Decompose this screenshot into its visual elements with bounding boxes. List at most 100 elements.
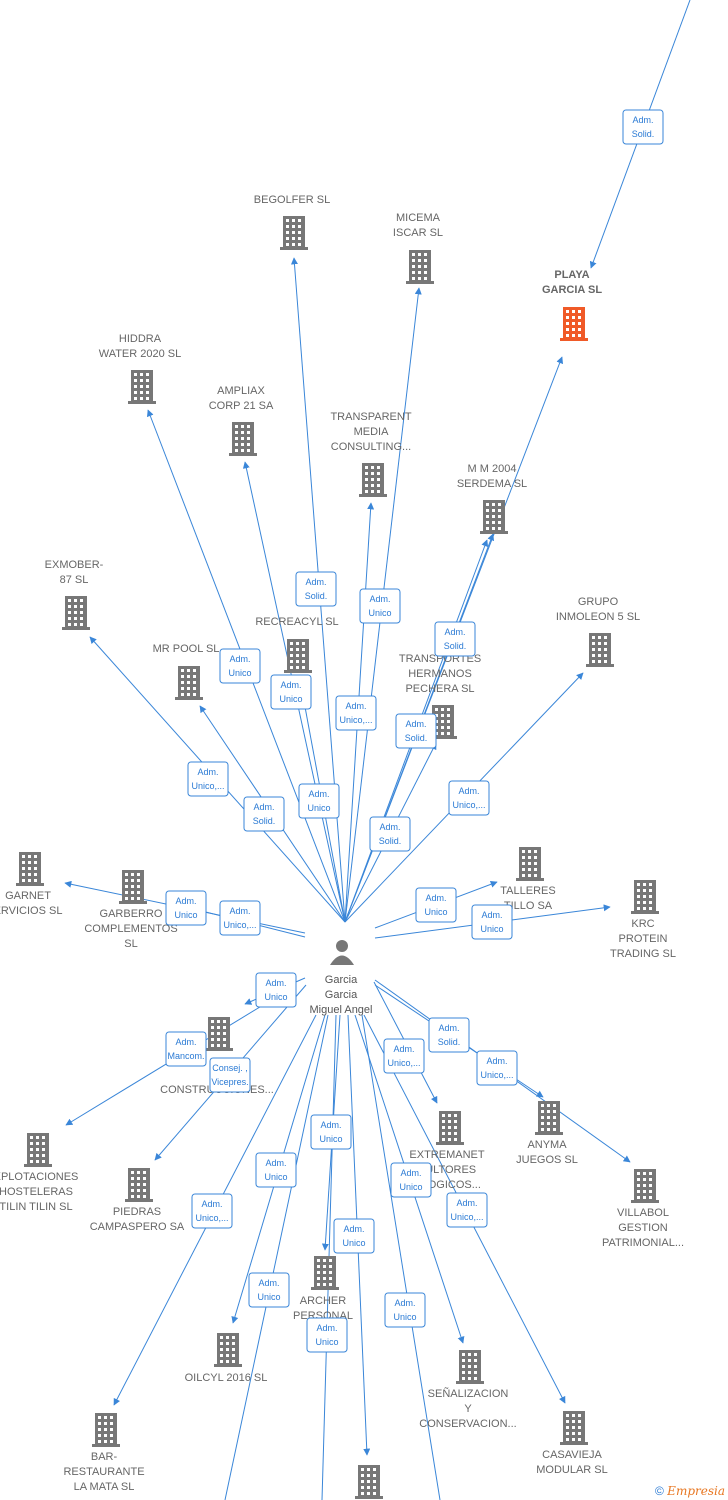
edge-role-label[interactable]: Adm.Solid. xyxy=(243,796,285,832)
edge-role-label[interactable]: Adm.Unico,... xyxy=(335,695,377,731)
edge-role-label[interactable]: Adm.Unico,... xyxy=(219,900,261,936)
person-icon-body xyxy=(330,955,354,965)
edge-label-line: Adm. xyxy=(197,767,218,777)
edge-role-label[interactable]: Adm.Mancom. xyxy=(165,1031,207,1067)
edge-role-label[interactable]: Adm. Solid. xyxy=(395,713,437,749)
building-icon xyxy=(125,1168,153,1202)
edge-label-line: Unico xyxy=(279,694,302,704)
edge-role-label[interactable]: Adm.Solid. xyxy=(434,621,476,657)
company-name-line: GESTION xyxy=(618,1222,668,1234)
company-exmober-87-sl[interactable]: EXMOBER-87 SL xyxy=(45,559,104,630)
company-mr-pool-sl[interactable]: MR POOL SL xyxy=(153,643,220,700)
edge-role-label[interactable]: Adm.Unico xyxy=(390,1162,432,1198)
edge-role-label[interactable]: Adm.Unico xyxy=(255,972,297,1008)
edge-role-label[interactable]: Adm.Solid. xyxy=(369,816,411,852)
edge-label-line: Adm. xyxy=(253,802,274,812)
company-transparent-media-consulting[interactable]: TRANSPARENTMEDIACONSULTING... xyxy=(330,411,412,497)
edge-label-line: Adm. xyxy=(405,719,426,729)
edge-role-label[interactable]: Adm.Unico xyxy=(270,674,312,710)
edge-label-line: Unico xyxy=(319,1134,342,1144)
edge-role-label[interactable]: Adm.Solid. xyxy=(622,109,664,145)
company-recreacyl-sl[interactable]: RECREACYL SL xyxy=(255,616,339,673)
edge-role-label[interactable]: Adm.Unico,... xyxy=(476,1050,518,1086)
edge-label-line: Adm. xyxy=(481,910,502,920)
company-name-line: HOSTELERAS xyxy=(0,1186,73,1198)
person-icon-head xyxy=(336,940,348,952)
edge-label-line: Solid. xyxy=(632,129,655,139)
company-name-line: LA MATA SL xyxy=(74,1481,135,1493)
edge-role-label[interactable]: Adm.Unico xyxy=(306,1317,348,1353)
company-se-alizacion-y-conservacion[interactable]: SEÑALIZACIONYCONSERVACION... xyxy=(419,1350,517,1430)
edge-role-label[interactable]: Adm.Solid. xyxy=(428,1017,470,1053)
company-name-line: PIEDRAS xyxy=(113,1206,161,1218)
company-name-line: KRC xyxy=(631,918,654,930)
edge-label-box xyxy=(446,1192,488,1228)
edge-role-label[interactable]: Adm.Unico,... xyxy=(383,1038,425,1074)
edge-label-box xyxy=(165,1031,207,1067)
edge-role-label[interactable]: Adm. Unico,... xyxy=(187,761,229,797)
company-name-line: CASAVIEJA xyxy=(542,1449,602,1461)
edge-role-label[interactable]: Adm.Unico xyxy=(384,1292,426,1328)
edge-label-line: Unico xyxy=(393,1312,416,1322)
edge-role-label[interactable]: Adm.Unico,... xyxy=(191,1193,233,1229)
edge-role-label[interactable]: Adm.Unico,... xyxy=(446,1192,488,1228)
edge-role-label[interactable]: Adm.Unico xyxy=(333,1218,375,1254)
edge-label-box xyxy=(219,900,261,936)
edge-role-label[interactable]: Adm.Unico xyxy=(415,887,457,923)
company-begolfer-sl[interactable]: BEGOLFER SL xyxy=(254,194,330,250)
edge-label-line: Adm. xyxy=(201,1199,222,1209)
edge-role-label[interactable]: Adm.Unico xyxy=(310,1114,352,1150)
company-node[interactable] xyxy=(355,1465,383,1499)
brand-logo-text: mpresia xyxy=(675,1484,725,1498)
company-name-line: Y xyxy=(464,1403,472,1415)
company-name-line: ARCHER xyxy=(300,1295,347,1307)
edge-role-label[interactable]: Consej. ,Vicepres. xyxy=(209,1057,251,1093)
company-name-line: ISCAR SL xyxy=(393,227,443,239)
edge-role-label[interactable]: Adm.Unico xyxy=(255,1152,297,1188)
edge-role-label[interactable]: Adm.Unico xyxy=(298,783,340,819)
edge-label-box xyxy=(476,1050,518,1086)
edge-label-box xyxy=(255,1152,297,1188)
edge-role-label[interactable]: Adm.Unico xyxy=(471,904,513,940)
edge-label-line: Unico xyxy=(228,668,251,678)
building-icon xyxy=(516,847,544,881)
edge-label-line: Solid. xyxy=(405,733,428,743)
edge-label-line: Unico,... xyxy=(191,781,224,791)
person-name-line: Garcia xyxy=(325,989,358,1001)
edge-label-line: Adm. xyxy=(265,1158,286,1168)
edge-label-line: Adm. xyxy=(305,577,326,587)
edge-role-label[interactable]: Adm. Solid. xyxy=(295,571,337,607)
company-name-line: AMPLIAX xyxy=(217,385,265,397)
edge-label-line: Adm. xyxy=(400,1168,421,1178)
company-oilcyl-2016-sl[interactable]: OILCYL 2016 SL xyxy=(185,1333,268,1384)
footer-brand[interactable]: © Empresia xyxy=(655,1484,725,1498)
edge-role-label[interactable]: Adm.Unico xyxy=(359,588,401,624)
edge-role-label[interactable]: Adm.Unico xyxy=(219,648,261,684)
edge-role-label[interactable]: Adm.Unico xyxy=(165,890,207,926)
edge-role-label[interactable]: Adm.Unico xyxy=(248,1272,290,1308)
company-villabol-gestion-patrimonial[interactable]: VILLABOLGESTIONPATRIMONIAL... xyxy=(602,1169,684,1249)
company-name-line: EXTREMANET xyxy=(409,1149,484,1161)
edge-role-label[interactable]: Adm.Unico,... xyxy=(448,780,490,816)
edge-label-line: Adm. xyxy=(345,701,366,711)
edge-label-line: Solid. xyxy=(305,591,328,601)
edge-label-line: Unico xyxy=(315,1337,338,1347)
